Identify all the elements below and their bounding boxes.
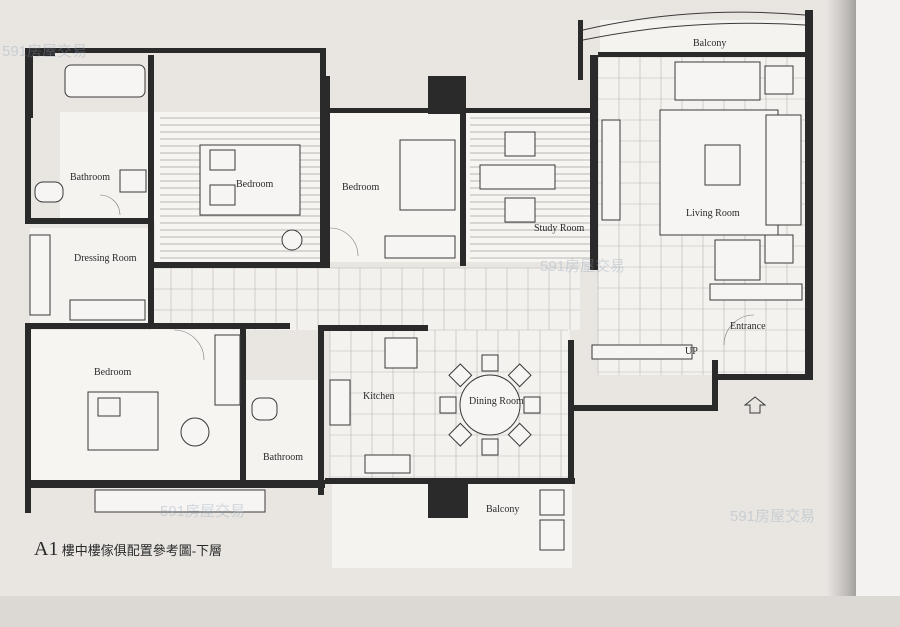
dining-chair xyxy=(448,363,473,388)
dining-table xyxy=(459,374,521,436)
wardrobe-3 xyxy=(214,334,241,406)
unit-code: A1 xyxy=(34,538,59,560)
bathroom-top-floor xyxy=(60,112,155,222)
walls xyxy=(25,10,813,518)
dining-chair xyxy=(448,422,473,447)
dryer xyxy=(539,519,565,551)
dressing-cabinet xyxy=(29,234,51,316)
bedroom-2-label: Bedroom xyxy=(342,182,380,193)
sofa xyxy=(765,114,802,226)
balcony-top-floor xyxy=(600,20,805,55)
dressing-shelf xyxy=(69,299,146,321)
book-gutter-shadow xyxy=(826,0,860,610)
dressing-room-label: Dressing Room xyxy=(74,253,137,264)
study-desk xyxy=(479,164,556,190)
figure-caption: A1 樓中樓傢俱配置參考圖-下層 xyxy=(34,538,222,561)
bathroom-top-label: Bathroom xyxy=(70,172,110,183)
closet-3 xyxy=(94,489,266,513)
bedroom-3-label: Bedroom xyxy=(94,367,132,378)
washer xyxy=(539,489,565,516)
dining-chair xyxy=(523,396,541,414)
console xyxy=(591,344,693,360)
sofa-top xyxy=(674,61,761,101)
watermark: 591房屋交易 xyxy=(2,43,88,60)
corridor-tiles xyxy=(149,267,580,330)
closet-2 xyxy=(384,235,456,259)
armchair xyxy=(714,239,761,281)
caption-text: 樓中樓傢俱配置參考圖-下層 xyxy=(61,543,223,558)
bathtub xyxy=(64,64,146,98)
up-label: UP xyxy=(685,346,698,357)
balcony-top-edge xyxy=(582,11,806,31)
study-room-label: Study Room xyxy=(534,223,585,234)
master-bedroom-label: Bedroom xyxy=(236,179,274,190)
study-chair-2 xyxy=(504,197,536,223)
shoe-cabinet xyxy=(709,283,803,301)
sink-top xyxy=(119,169,147,193)
bathroom-bottom-floor xyxy=(245,380,320,485)
end-table-top xyxy=(764,65,794,95)
entrance-label: Entrance xyxy=(730,321,766,332)
stove xyxy=(329,379,351,426)
bed-2 xyxy=(399,139,456,211)
toilet-bottom xyxy=(251,397,278,421)
study-chair xyxy=(504,131,536,157)
kitchen-sink xyxy=(364,454,411,474)
balcony-top-label: Balcony xyxy=(693,38,727,49)
furniture xyxy=(29,61,803,551)
kitchen-label: Kitchen xyxy=(363,391,395,402)
fridge xyxy=(384,337,418,369)
end-table-bottom xyxy=(764,234,794,264)
tv-cabinet xyxy=(601,119,621,221)
toilet-top xyxy=(34,181,64,203)
chair-3 xyxy=(180,417,210,447)
side-stool xyxy=(281,229,303,251)
living-room-label: Living Room xyxy=(686,208,740,219)
watermark: 591房屋交易 xyxy=(160,503,246,520)
balcony-bottom-label: Balcony xyxy=(486,504,520,515)
watermark: 591房屋交易 xyxy=(730,508,816,525)
dining-chair xyxy=(481,438,499,456)
entry-arrow xyxy=(743,396,767,414)
dining-room-label: Dining Room xyxy=(469,396,524,407)
facing-page xyxy=(856,0,900,627)
coffee-table xyxy=(704,144,741,186)
dining-chair xyxy=(507,422,532,447)
bathroom-bottom-label: Bathroom xyxy=(263,452,303,463)
pillow-3 xyxy=(97,397,121,417)
pillow-2 xyxy=(209,184,236,206)
watermark: 591房屋交易 xyxy=(540,258,626,275)
dining-chair xyxy=(507,363,532,388)
dining-chair xyxy=(439,396,457,414)
dining-chair xyxy=(481,354,499,372)
page-bottom-edge xyxy=(0,596,900,627)
door-swings xyxy=(99,194,755,361)
pillow-1 xyxy=(209,149,236,171)
